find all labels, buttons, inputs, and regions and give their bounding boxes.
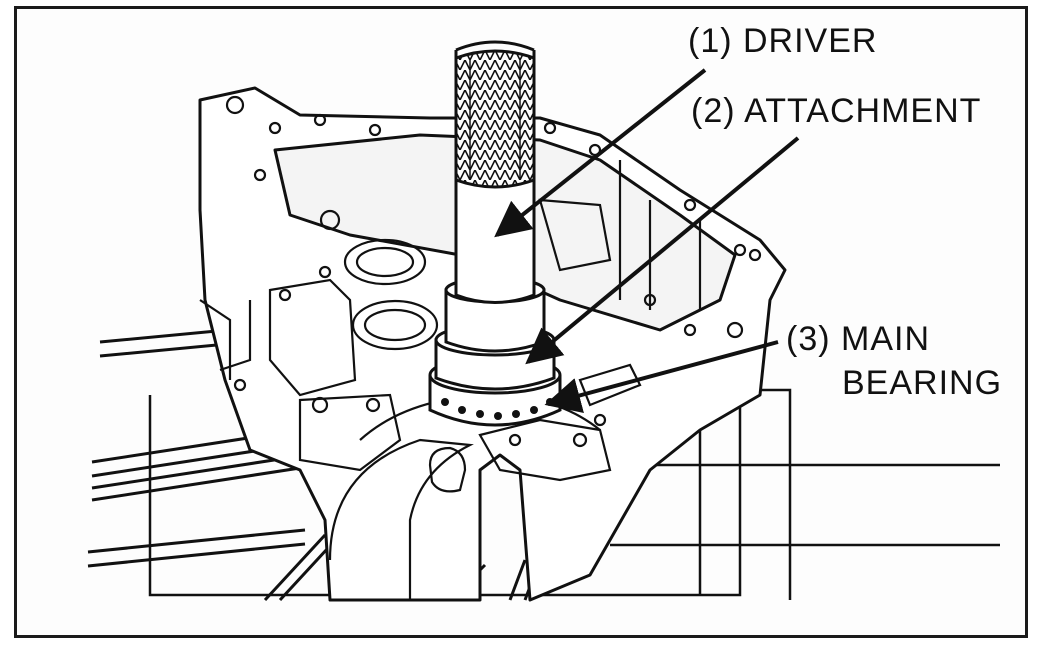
label-main-bearing-line2: BEARING xyxy=(842,364,1003,402)
driver-tool xyxy=(454,40,536,304)
label-main-bearing-line1: (3) MAIN xyxy=(786,320,930,358)
crankcase-details xyxy=(199,95,762,600)
main-bearing-leader-arrow xyxy=(544,340,779,413)
label-attachment: (2) ATTACHMENT xyxy=(691,92,982,130)
attachment-leader-arrow xyxy=(525,136,800,365)
label-driver: (1) DRIVER xyxy=(688,22,878,60)
leader-arrows xyxy=(494,68,800,413)
driver-leader-arrow xyxy=(494,68,707,238)
